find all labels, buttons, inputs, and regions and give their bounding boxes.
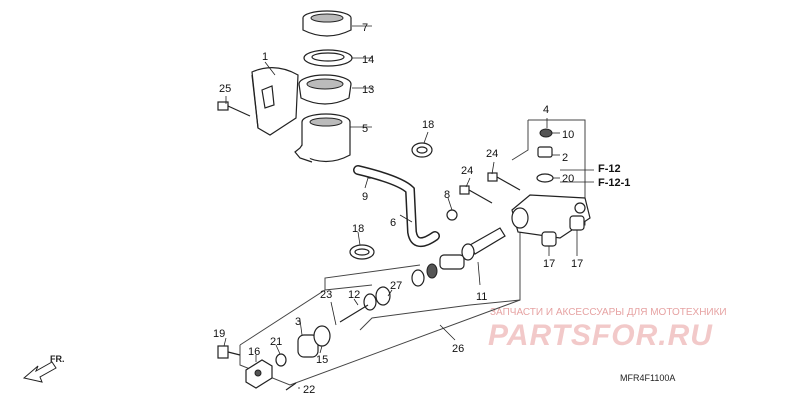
cotter-pin-22 [285, 382, 297, 391]
callout-7: 7 [362, 22, 368, 34]
front-direction-indicator: FR. [22, 354, 65, 383]
reservoir-hose [353, 165, 440, 247]
callout-18-lower: 18 [352, 223, 364, 235]
hose-clip-18-lower [349, 244, 375, 260]
diagram-code: MFR4F1100A [620, 373, 675, 383]
reservoir-holder [251, 67, 299, 136]
reference-f12: F-12 [598, 163, 621, 175]
bolt-24-right [487, 172, 521, 191]
callout-2: 2 [562, 152, 568, 164]
pin-23 [330, 301, 337, 326]
leader-lines [223, 25, 578, 389]
callout-14: 14 [362, 54, 374, 66]
callout-3: 3 [295, 316, 301, 328]
callout-12: 12 [348, 289, 360, 301]
callout-15: 15 [316, 354, 328, 366]
callout-6: 6 [390, 217, 396, 229]
callout-24-right: 24 [486, 148, 498, 160]
callout-10: 10 [562, 129, 574, 141]
boot-3 [297, 334, 319, 358]
callout-26: 26 [452, 343, 464, 355]
washer-20 [536, 173, 554, 183]
reservoir-cap [302, 10, 352, 37]
clevis-16 [245, 359, 273, 389]
front-label: FR. [50, 354, 65, 364]
callout-1: 1 [262, 51, 268, 63]
callout-13: 13 [362, 84, 374, 96]
callout-27: 27 [390, 280, 402, 292]
diaphragm [298, 74, 352, 105]
joint-2 [537, 146, 553, 158]
callout-20: 20 [562, 173, 574, 185]
nut-8 [446, 209, 458, 221]
diaphragm-plate [303, 49, 353, 67]
callout-25: 25 [219, 83, 231, 95]
reference-f12-1: F-12-1 [598, 177, 630, 189]
callout-23: 23 [320, 289, 332, 301]
callout-18-upper: 18 [422, 119, 434, 131]
push-rod [339, 293, 377, 323]
hose-clip-18-upper [411, 142, 433, 158]
callout-19: 19 [213, 328, 225, 340]
watermark: ЗАПЧАСТИ И АКСЕССУАРЫ ДЛЯ МОТОТЕХНИКИ PA… [488, 307, 727, 352]
callout-11: 11 [476, 291, 487, 303]
callout-16: 16 [248, 346, 260, 358]
callout-4: 4 [543, 104, 549, 116]
nut-21 [275, 353, 287, 367]
cap-10 [539, 128, 553, 138]
reservoir [294, 113, 351, 163]
callout-17-left: 17 [543, 258, 555, 270]
references: F-12 F-12-1 [560, 163, 630, 189]
callout-5: 5 [362, 123, 368, 135]
callout-24-left: 24 [461, 165, 473, 177]
front-arrow-icon [22, 361, 57, 383]
watermark-subtitle: ЗАПЧАСТИ И АКСЕССУАРЫ ДЛЯ МОТОТЕХНИКИ [490, 307, 727, 318]
piston-set [411, 227, 506, 287]
joint-15 [313, 325, 331, 347]
clevis-pin-19 [217, 345, 241, 359]
callout-21: 21 [270, 336, 282, 348]
bolt-24-left [459, 185, 493, 204]
bolt-25 [217, 101, 251, 117]
callout-8: 8 [444, 189, 450, 201]
callout-22: 22 [303, 384, 315, 396]
circlip-27 [375, 286, 391, 306]
callout-17-right: 17 [571, 258, 583, 270]
callouts: 1 2 3 4 5 6 7 8 9 10 11 12 13 14 15 16 1… [213, 22, 583, 396]
watermark-brand: PARTSFOR.RU [488, 319, 713, 352]
bushing-17-right [569, 215, 585, 231]
callout-9: 9 [362, 191, 368, 203]
bushing-17-left [541, 231, 557, 247]
